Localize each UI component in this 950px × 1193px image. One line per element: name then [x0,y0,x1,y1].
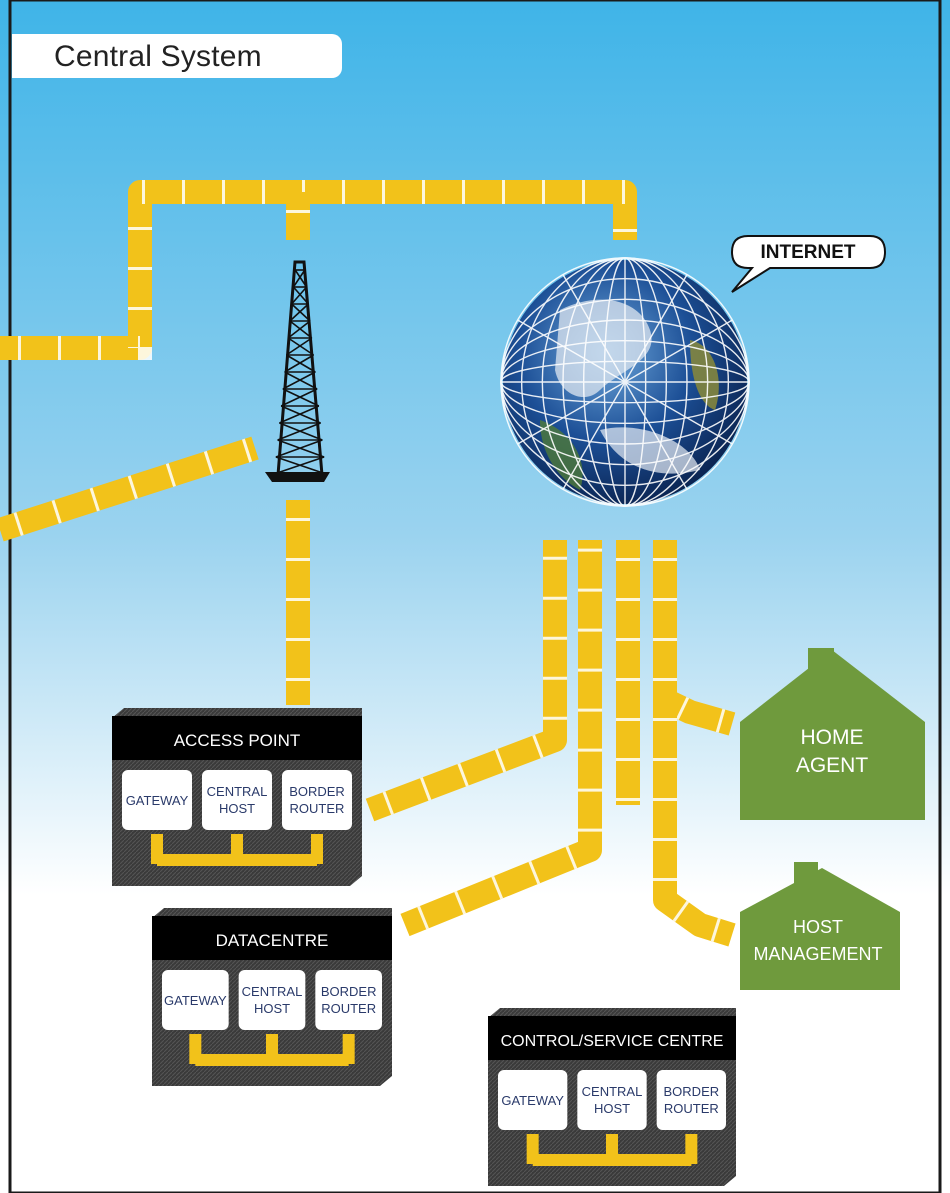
link-top-bus [0,180,637,360]
house-host-management: HOST MANAGEMENT [740,862,900,990]
house-home-agent-line2: AGENT [796,754,869,777]
access_point-slot-label-1: GATEWAY [126,793,189,808]
link-layer [0,180,736,947]
frame-border [8,0,942,1193]
datacentre-title: DATACENTRE [216,931,329,950]
house-host-management-line1: HOST [793,917,843,937]
link-datacentre-globe [400,540,602,937]
control_centre-slot-2 [577,1070,647,1130]
house-home-agent: HOME AGENT [740,648,925,820]
tower-icon [265,260,330,482]
datacentre-slot-3 [315,970,382,1030]
datacentre-slot-label-1: GATEWAY [164,993,227,1008]
access_point-slot-3 [282,770,352,830]
access_point-slot-1 [122,770,192,830]
link-access-globe [365,540,567,822]
link-homeagent-globe [653,540,736,736]
control_centre-slot-3 [656,1070,726,1130]
link-hostmgmt-globe [653,700,736,947]
control_centre-slot-1 [498,1070,568,1130]
link-left-tower [0,436,259,542]
globe-icon [500,257,750,507]
datacentre-slot-1 [162,970,229,1030]
internet-callout: INTERNET [730,235,887,293]
control_centre-title: CONTROL/SERVICE CENTRE [501,1033,724,1050]
access_point-title: ACCESS POINT [174,731,301,750]
internet-label: INTERNET [761,242,856,263]
control_centre-slot-label-1: GATEWAY [501,1093,564,1108]
title-tab [12,34,342,78]
datacentre-slot-2 [238,970,306,1030]
house-host-management-line2: MANAGEMENT [753,944,882,964]
page-title: Central System [54,40,262,73]
access_point-slot-2 [202,770,272,830]
house-home-agent-line1: HOME [801,726,864,749]
